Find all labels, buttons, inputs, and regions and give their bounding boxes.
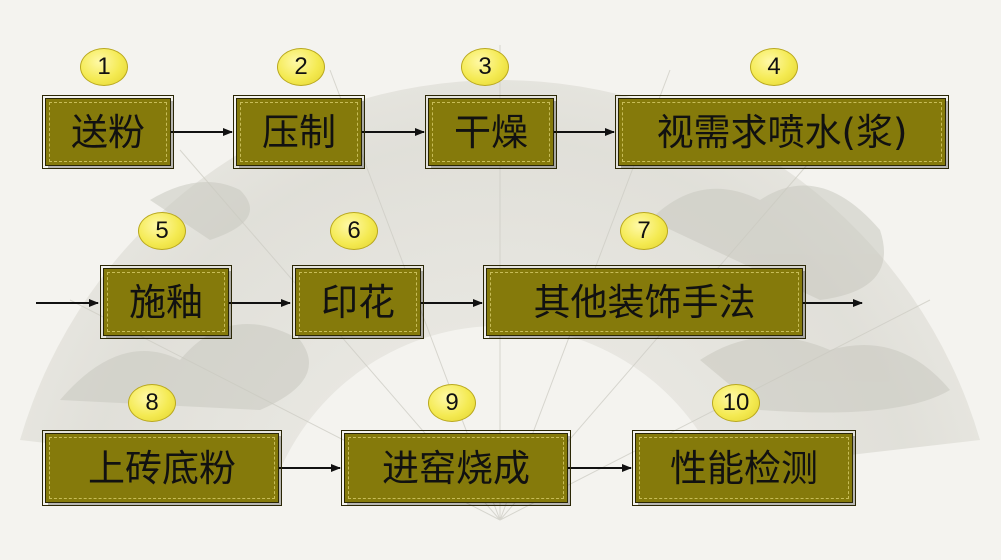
process-step-label: 干燥 [454,110,528,154]
step-number: 9 [445,389,459,416]
step-number: 5 [155,217,169,244]
step-number-badge: 6 [330,212,378,250]
step-number: 10 [722,389,750,416]
process-step-label: 上砖底粉 [88,446,236,490]
step-number-badge: 3 [461,48,509,86]
step-number: 1 [97,53,111,80]
step-number: 4 [767,53,781,80]
step-number-badge: 8 [128,384,176,422]
step-number-badge: 7 [620,212,668,250]
process-step-box: 上砖底粉 [42,430,282,506]
step-number: 7 [637,217,651,244]
step-number-badge: 9 [428,384,476,422]
process-step-label: 压制 [262,110,336,154]
process-step-label: 送粉 [71,110,145,154]
process-step-box: 干燥 [425,95,557,169]
step-number-badge: 2 [277,48,325,86]
process-step-label: 印花 [321,280,395,324]
process-step-box: 施釉 [100,265,232,339]
process-step-label: 性能检测 [670,446,818,490]
process-step-box: 其他装饰手法 [483,265,806,339]
process-step-box: 视需求喷水(浆) [615,95,949,169]
process-step-box: 性能检测 [632,430,856,506]
process-step-box: 压制 [233,95,365,169]
step-number-badge: 5 [138,212,186,250]
process-step-box: 印花 [292,265,424,339]
process-step-label: 进窑烧成 [382,446,530,490]
process-step-label: 施釉 [129,280,203,324]
step-number-badge: 4 [750,48,798,86]
process-step-box: 送粉 [42,95,174,169]
step-number-badge: 10 [712,384,760,422]
process-step-label: 其他装饰手法 [533,280,756,324]
step-number: 8 [145,389,159,416]
step-number: 2 [294,53,308,80]
process-step-label: 视需求喷水(浆) [656,110,908,154]
step-number-badge: 1 [80,48,128,86]
step-number: 6 [347,217,361,244]
step-number: 3 [478,53,492,80]
process-step-box: 进窑烧成 [341,430,571,506]
